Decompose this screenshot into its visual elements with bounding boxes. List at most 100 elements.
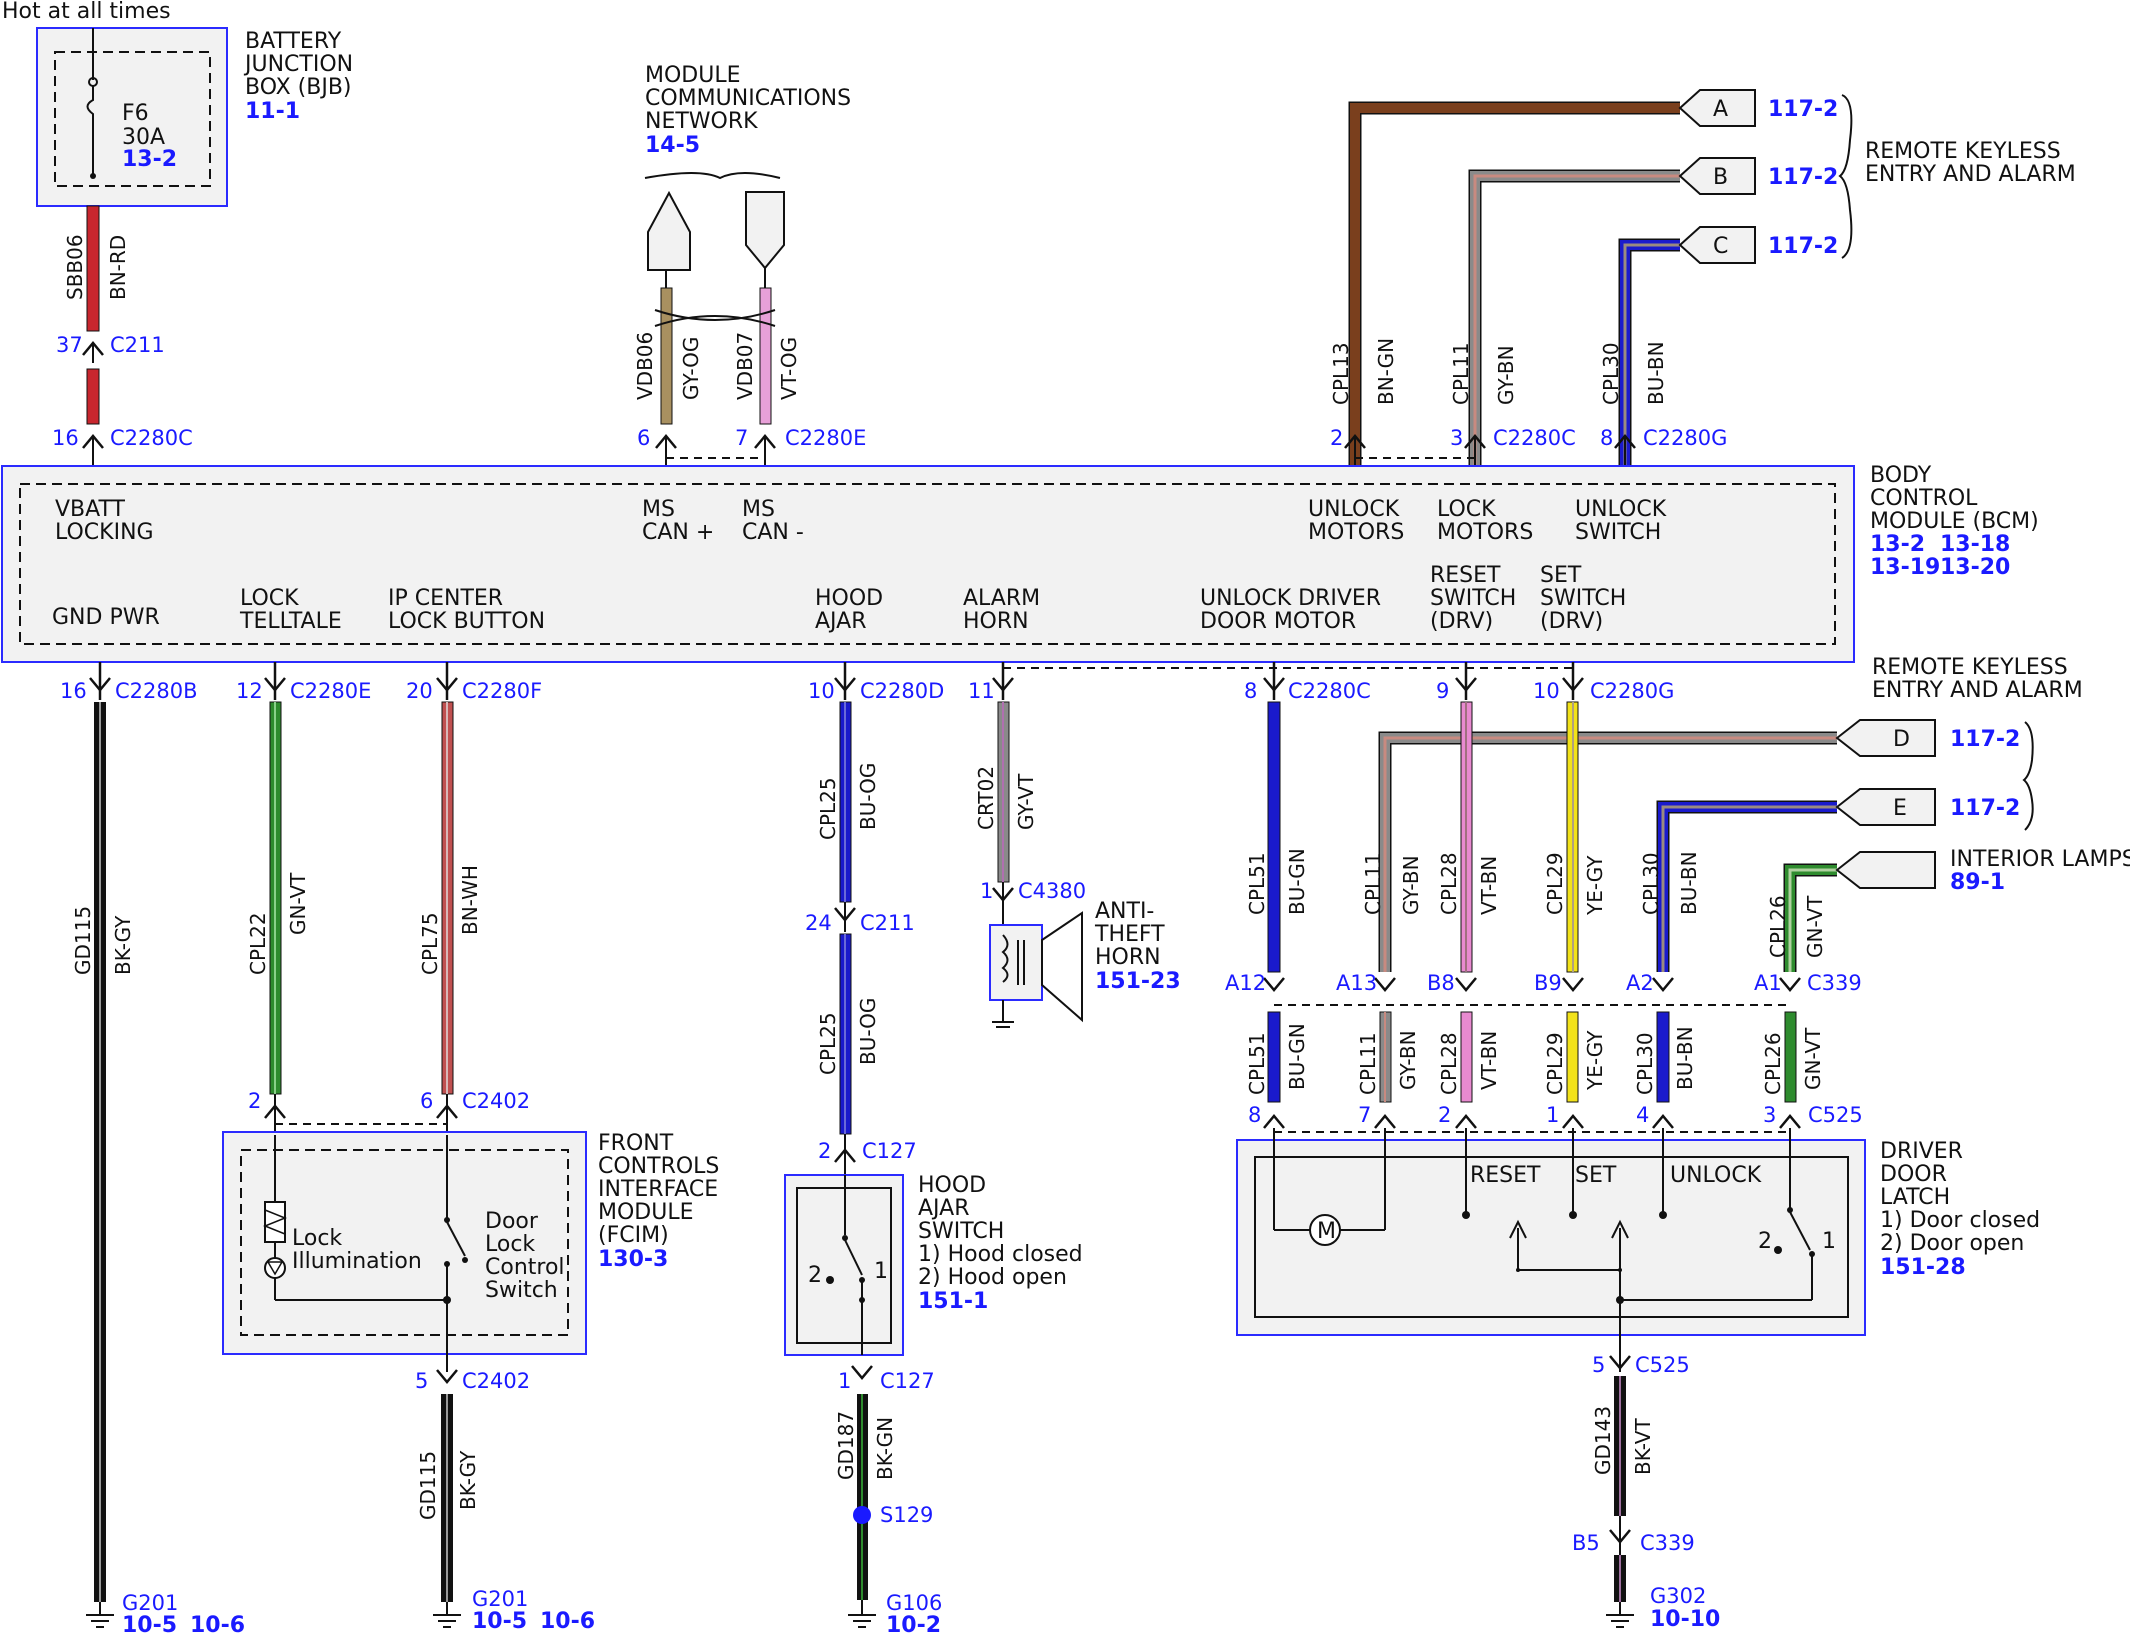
svg-text:A: A xyxy=(1713,97,1728,122)
wire-bubn-top: BU-BN xyxy=(1644,341,1668,405)
pin-11: 11 xyxy=(968,679,995,703)
fcim-title-3: INTERFACE xyxy=(598,1177,718,1202)
wire-yegy-lower: YE-GY xyxy=(1583,1030,1607,1091)
connector-c525-top: C525 xyxy=(1808,1103,1863,1127)
connector-c: C xyxy=(1678,226,1756,264)
connector-e: E xyxy=(1835,788,1936,826)
connector-c2280g-top: C2280G xyxy=(1643,426,1727,450)
hood-switch-pos-2: 2 xyxy=(808,1263,822,1288)
pin-4-latch: 4 xyxy=(1636,1103,1649,1127)
connector-c339: C339 xyxy=(1807,971,1862,995)
pin-20: 20 xyxy=(406,679,433,703)
svg-text:E: E xyxy=(1893,796,1907,821)
bcm-lt-1: LOCK xyxy=(240,586,299,611)
ground-g106: G106 xyxy=(886,1591,942,1615)
wire-gnvt-lower: GN-VT xyxy=(1801,1027,1825,1090)
wire-bnwh: BN-WH xyxy=(458,865,482,935)
network-title-2: COMMUNICATIONS xyxy=(645,86,851,111)
pin-2-top: 2 xyxy=(1330,426,1343,450)
pin-5-latch: 5 xyxy=(1592,1353,1605,1377)
latch-pos-2: 2 xyxy=(1758,1229,1772,1254)
door-lock-switch-icon xyxy=(446,1221,466,1257)
network-title-1: MODULE xyxy=(645,63,741,88)
pin-8-latch: 8 xyxy=(1248,1103,1261,1127)
hood-switch-icon xyxy=(844,1239,863,1276)
horn-ref: 151-23 xyxy=(1095,969,1181,994)
ground-icon xyxy=(1606,1602,1634,1628)
wire-gd143: GD143 xyxy=(1591,1406,1615,1475)
wire-gyog: GY-OG xyxy=(679,337,703,400)
connector-c2402-top: C2402 xyxy=(462,1089,530,1113)
pin-b5: B5 xyxy=(1572,1531,1600,1555)
wire-bugn-upper: BU-GN xyxy=(1285,848,1309,915)
pin-2-latch: 2 xyxy=(1438,1103,1451,1127)
pin-8-top: 8 xyxy=(1600,426,1613,450)
hood-switch-pos-1: 1 xyxy=(874,1259,888,1284)
ref-a: 117-2 xyxy=(1768,97,1838,122)
connector-c2280c-right: C2280C xyxy=(1493,426,1576,450)
bcm-unlockm-1: UNLOCK xyxy=(1308,497,1400,522)
bcm-set-3: (DRV) xyxy=(1540,609,1603,634)
wire-gd115-fcim: GD115 xyxy=(416,1451,440,1520)
ground-g201-fcim-ref1: 10-5 xyxy=(472,1609,527,1634)
wire-cpl11-top: CPL11 xyxy=(1449,342,1473,405)
pin-1-latch: 1 xyxy=(1546,1103,1559,1127)
ground-g201-fcim-ref2: 10-6 xyxy=(540,1609,595,1634)
bcm-udm-1: UNLOCK DRIVER xyxy=(1200,586,1381,611)
connector-interior-lamps xyxy=(1835,851,1936,889)
rke-mid-title-2: ENTRY AND ALARM xyxy=(1872,678,2083,703)
body-control-module xyxy=(1,465,1855,663)
bcm-reset-1: RESET xyxy=(1430,563,1501,588)
wire-bkgy-left: BK-GY xyxy=(111,915,135,975)
wire-bugn-lower: BU-GN xyxy=(1285,1023,1309,1090)
ground-g302: G302 xyxy=(1650,1584,1706,1608)
fcim-control-label: Control xyxy=(485,1255,565,1280)
wire-bngn: BN-GN xyxy=(1374,338,1398,405)
ground-g302-ref: 10-10 xyxy=(1650,1607,1720,1632)
hood-switch-title-2: AJAR xyxy=(918,1196,970,1221)
wire-cpl51-upper: CPL51 xyxy=(1245,852,1269,915)
pin-24: 24 xyxy=(805,911,832,935)
horn-title-2: THEFT xyxy=(1094,922,1165,947)
bcm-set-2: SWITCH xyxy=(1540,586,1626,611)
ref-c: 117-2 xyxy=(1768,234,1838,259)
wire-cpl30-top: CPL30 xyxy=(1599,342,1623,405)
wire-crt02: CRT02 xyxy=(974,766,998,830)
bcm-set-1: SET xyxy=(1540,563,1582,588)
bcm-vbatt-2: LOCKING xyxy=(55,520,154,545)
bcm-unlocks-1: UNLOCK xyxy=(1575,497,1667,522)
horn-title-1: ANTI- xyxy=(1095,899,1154,924)
pin-16: 16 xyxy=(52,426,79,450)
ground-g201-left: G201 xyxy=(122,1591,178,1615)
door-switch-icon xyxy=(1789,1211,1811,1251)
bcm-mscanp-1: MS xyxy=(642,497,675,522)
wire-cpl51-lower: CPL51 xyxy=(1245,1032,1269,1095)
bcm-mscanp-2: CAN + xyxy=(642,520,714,545)
bcm-ref-4: 13-20 xyxy=(1940,555,2010,580)
bcm-gnd: GND PWR xyxy=(52,605,160,630)
pin-b8: B8 xyxy=(1427,971,1455,995)
bcm-mscanm-1: MS xyxy=(742,497,775,522)
pin-2-hood: 2 xyxy=(818,1139,831,1163)
fcim-title-2: CONTROLS xyxy=(598,1154,719,1179)
bcm-vbatt-1: VBATT xyxy=(55,497,126,522)
fuse-ref: 13-2 xyxy=(122,147,177,172)
pin-12: 12 xyxy=(236,679,263,703)
hood-switch-ref: 151-1 xyxy=(918,1289,988,1314)
fuse-amps: 30A xyxy=(122,125,165,150)
rke-top-title-2: ENTRY AND ALARM xyxy=(1865,162,2076,187)
wire-gybn-lower: GY-BN xyxy=(1396,1030,1420,1090)
ground-icon xyxy=(848,1600,876,1628)
ref-e: 117-2 xyxy=(1950,796,2020,821)
connector-c211-hood: C211 xyxy=(860,911,915,935)
pin-a13: A13 xyxy=(1336,971,1377,995)
pin-6: 6 xyxy=(637,426,650,450)
hood-switch-title-1: HOOD xyxy=(918,1173,986,1198)
wire-buog-bottom: BU-OG xyxy=(856,998,880,1065)
wire-bnrd: BN-RD xyxy=(106,235,130,300)
fcim-illumination-label: Illumination xyxy=(292,1249,422,1274)
pin-1-horn: 1 xyxy=(980,879,993,903)
wire-bkgn: BK-GN xyxy=(873,1417,897,1480)
bcm-ref-2: 13-18 xyxy=(1940,532,2010,557)
